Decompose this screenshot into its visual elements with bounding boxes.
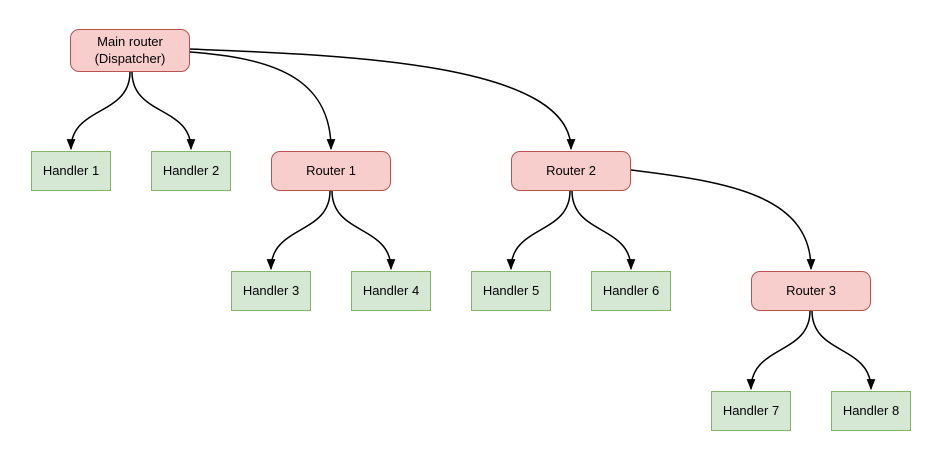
node-handler-7: Handler 7 xyxy=(711,391,791,431)
node-handler-2-label: Handler 2 xyxy=(162,162,220,178)
edge-router2-handler5 xyxy=(506,190,571,271)
node-handler-3: Handler 3 xyxy=(231,271,311,311)
edge-main-router2 xyxy=(189,48,576,151)
node-handler-6-label: Handler 6 xyxy=(602,282,660,298)
edge-router2-router3 xyxy=(630,169,816,271)
node-handler-4: Handler 4 xyxy=(351,271,431,311)
node-handler-2: Handler 2 xyxy=(151,151,231,191)
node-handler-7-label: Handler 7 xyxy=(722,402,780,418)
node-handler-4-label: Handler 4 xyxy=(362,282,420,298)
node-handler-1-label: Handler 1 xyxy=(42,162,100,178)
node-router-3: Router 3 xyxy=(751,271,871,311)
edge-main-handler2 xyxy=(131,71,196,151)
node-main-router: Main router (Dispatcher) xyxy=(70,29,190,72)
edge-main-handler1 xyxy=(66,71,131,151)
node-handler-5-label: Handler 5 xyxy=(482,282,540,298)
node-router-1: Router 1 xyxy=(271,151,391,191)
edge-router3-handler7 xyxy=(746,310,811,391)
edge-main-router1 xyxy=(189,51,336,151)
edge-router1-handler4 xyxy=(331,190,396,271)
node-handler-8-label: Handler 8 xyxy=(842,402,900,418)
node-handler-8: Handler 8 xyxy=(831,391,911,431)
node-router-2: Router 2 xyxy=(511,151,631,191)
node-handler-5: Handler 5 xyxy=(471,271,551,311)
edge-router1-handler3 xyxy=(266,190,331,271)
node-main-router-label: Main router (Dispatcher) xyxy=(94,34,166,66)
node-handler-1: Handler 1 xyxy=(31,151,111,191)
node-router-3-label: Router 3 xyxy=(786,282,836,298)
node-router-2-label: Router 2 xyxy=(546,162,596,178)
node-handler-6: Handler 6 xyxy=(591,271,671,311)
edge-router3-handler8 xyxy=(811,310,876,391)
node-router-1-label: Router 1 xyxy=(306,162,356,178)
node-handler-3-label: Handler 3 xyxy=(242,282,300,298)
edge-router2-handler6 xyxy=(571,190,636,271)
